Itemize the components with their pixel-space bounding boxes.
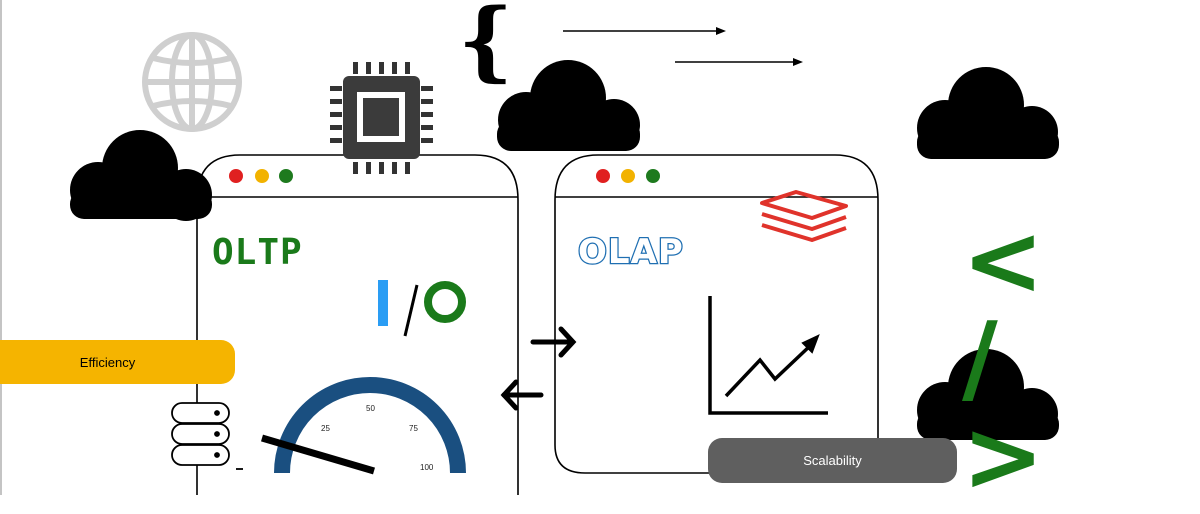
efficiency-pill: Efficiency [0,340,235,384]
code-tag-icon: < / > [962,204,1075,514]
curly-brace-icon: { [458,0,514,91]
globe-icon [142,32,242,132]
olap-minimize-dot [621,169,635,183]
line-chart-icon [708,296,828,415]
flow-arrows-top [563,27,803,66]
oltp-label: OLTP [212,232,303,273]
gauge-tick-label: 75 [409,424,418,433]
speedometer-gauge-icon [261,377,466,475]
arrow-right-icon [530,326,577,358]
olap-maximize-dot [646,169,660,183]
oltp-maximize-dot [279,169,293,183]
cloud-icon [917,67,1059,159]
gauge-tick-label: 100 [420,463,434,472]
oltp-window [196,154,519,495]
oltp-close-dot [229,169,243,183]
efficiency-label: Efficiency [79,354,136,370]
olap-close-dot [596,169,610,183]
cpu-chip-icon [330,62,433,174]
cloud-icon [917,349,1059,440]
database-icon [171,402,243,470]
gauge-needle [261,434,375,475]
diagram-canvas [0,0,1059,495]
scalability-pill: Scalability [708,438,957,483]
olap-label: OLAP [577,231,684,274]
io-icon [378,280,466,337]
cloud-icon [497,60,640,151]
gauge-tick-label: 50 [366,404,375,413]
layers-stack-icon [760,190,848,242]
oltp-minimize-dot [255,169,269,183]
gauge-tick-label: 25 [321,424,330,433]
scalability-label: Scalability [803,453,862,468]
cloud-icon [70,130,212,221]
arrow-left-icon [500,379,544,411]
